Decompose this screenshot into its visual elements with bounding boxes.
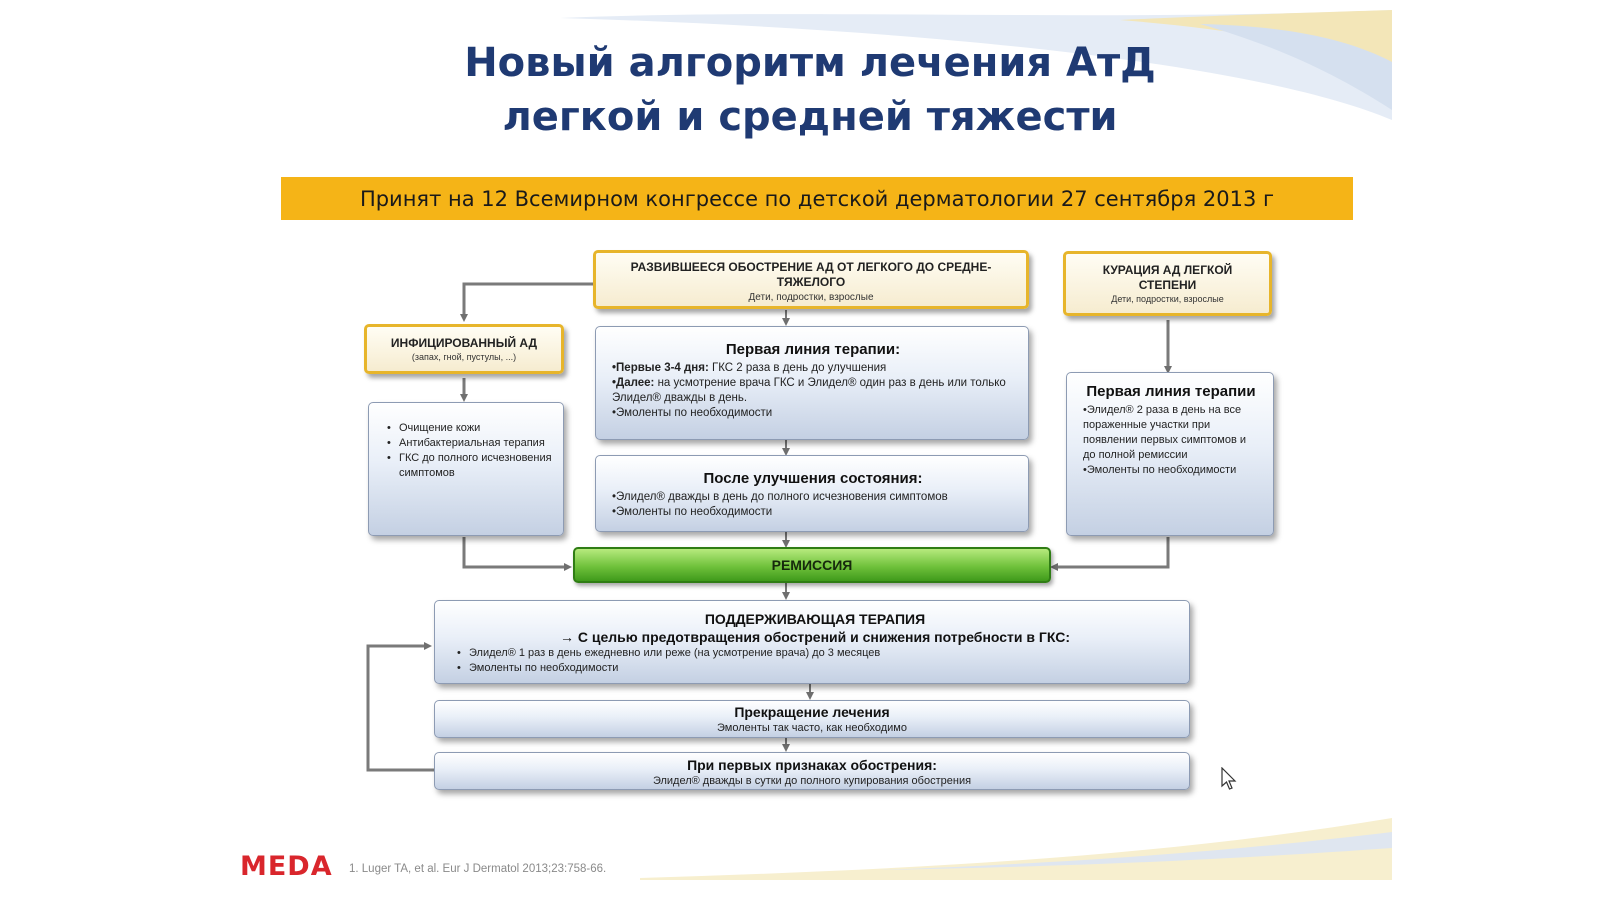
first-signs-subtitle: Элидел® дважды в сутки до полного купиро… bbox=[652, 775, 972, 787]
after-improvement-title: После улучшения состояния: bbox=[703, 470, 923, 487]
mild-ad-title: КУРАЦИЯ АД ЛЕГКОЙ СТЕПЕНИ bbox=[1102, 263, 1233, 292]
first-line-item-2-text: на усмотрение врача ГКС и Элидел® один р… bbox=[612, 377, 1006, 404]
stop-treatment-subtitle: Эмоленты так часто, как необходимо bbox=[716, 722, 907, 734]
infected-treatment-list: Очищение кожи Антибактериальная терапия … bbox=[385, 421, 553, 481]
infected-ad-subtitle: (запах, гной, пустулы, ...) bbox=[411, 352, 517, 362]
mouse-pointer-icon bbox=[1221, 767, 1237, 790]
first-line-right-item-2: •Эмоленты по необходимости bbox=[1083, 464, 1237, 476]
infected-treatment-box: Очищение кожи Антибактериальная терапия … bbox=[368, 402, 564, 536]
first-line-therapy-box: Первая линия терапии: •Первые 3-4 дня: Г… bbox=[595, 326, 1029, 440]
first-line-right-box: Первая линия терапии •Элидел® 2 раза в д… bbox=[1066, 372, 1274, 536]
list-item: ГКС до полного исчезновения симптомов bbox=[385, 451, 553, 481]
list-item: Антибактериальная терапия bbox=[385, 436, 553, 451]
slide-title: Новый алгоритм лечения АтД легкой и сред… bbox=[380, 36, 1240, 144]
first-line-item-2: •Далее: на усмотрение врача ГКС и Элидел… bbox=[612, 376, 1014, 406]
maintenance-title: ПОДДЕРЖИВАЮЩАЯ ТЕРАПИЯ bbox=[704, 611, 926, 627]
after-improvement-item-1: •Элидел® дважды в день до полного исчезн… bbox=[612, 491, 948, 503]
first-line-right-title: Первая линия терапии bbox=[1086, 383, 1256, 400]
list-item: Элидел® 1 раз в день ежедневно или реже … bbox=[455, 646, 1175, 661]
maintenance-therapy-box: ПОДДЕРЖИВАЮЩАЯ ТЕРАПИЯ → С целью предотв… bbox=[434, 600, 1190, 684]
infected-ad-box: ИНФИЦИРОВАННЫЙ АД (запах, гной, пустулы,… bbox=[364, 324, 564, 374]
meda-logo: MEDA bbox=[240, 851, 333, 882]
title-line-1: Новый алгоритм лечения АтД bbox=[464, 40, 1156, 86]
list-item: Эмоленты по необходимости bbox=[455, 661, 1175, 676]
maintenance-list: Элидел® 1 раз в день ежедневно или реже … bbox=[455, 646, 1175, 676]
infected-ad-title: ИНФИЦИРОВАННЫЙ АД bbox=[390, 336, 538, 350]
stop-treatment-title: Прекращение лечения bbox=[734, 704, 890, 720]
exacerbation-subtitle: Дети, подростки, взрослые bbox=[748, 292, 874, 303]
exacerbation-title: РАЗВИВШЕЕСЯ ОБОСТРЕНИЕ АД ОТ ЛЕГКОГО ДО … bbox=[630, 260, 992, 289]
first-line-item-1: •Первые 3-4 дня: ГКС 2 раза в день до ул… bbox=[612, 361, 1014, 376]
after-improvement-item-2: •Эмоленты по необходимости bbox=[612, 506, 773, 518]
mild-ad-subtitle: Дети, подростки, взрослые bbox=[1111, 294, 1224, 304]
first-signs-box: При первых признаках обострения: Элидел®… bbox=[434, 752, 1190, 790]
first-line-item-3: •Эмоленты по необходимости bbox=[612, 407, 773, 419]
list-item: Очищение кожи bbox=[385, 421, 553, 436]
exacerbation-box: РАЗВИВШЕЕСЯ ОБОСТРЕНИЕ АД ОТ ЛЕГКОГО ДО … bbox=[593, 250, 1029, 309]
after-improvement-box: После улучшения состояния: •Элидел® дваж… bbox=[595, 455, 1029, 532]
congress-banner: Принят на 12 Всемирном конгрессе по детс… bbox=[281, 177, 1353, 220]
first-signs-title: При первых признаках обострения: bbox=[687, 757, 937, 773]
remission-bar: РЕМИССИЯ bbox=[573, 547, 1051, 583]
first-line-item-1-label: •Первые 3-4 дня: bbox=[612, 362, 709, 374]
maintenance-subtitle: → С целью предотвращения обострений и сн… bbox=[560, 629, 1070, 645]
first-line-item-1-text: ГКС 2 раза в день до улучшения bbox=[708, 362, 887, 374]
first-line-title: Первая линия терапии: bbox=[725, 341, 901, 358]
title-line-2: легкой и средней тяжести bbox=[502, 94, 1118, 140]
reference-note: 1. Luger TA, et al. Eur J Dermatol 2013;… bbox=[349, 863, 607, 875]
mild-ad-box: КУРАЦИЯ АД ЛЕГКОЙ СТЕПЕНИ Дети, подростк… bbox=[1063, 251, 1272, 316]
first-line-right-item-1: •Элидел® 2 раза в день на все пораженные… bbox=[1083, 404, 1246, 461]
first-line-item-2-label: •Далее: bbox=[612, 377, 655, 389]
stop-treatment-box: Прекращение лечения Эмоленты так часто, … bbox=[434, 700, 1190, 738]
